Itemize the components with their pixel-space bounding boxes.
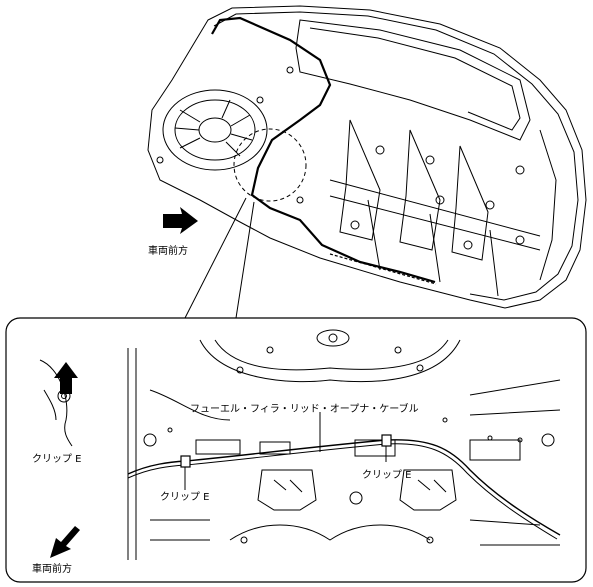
front-direction-arrow-top: [163, 207, 198, 234]
clip-e-right-label: クリップ E: [362, 470, 412, 481]
cable-label: フューエル・フィラ・リッド・オープナ・ケーブル: [190, 404, 419, 415]
clip-e-right: [381, 434, 392, 462]
inset-clip-e-label: クリップ E: [32, 454, 82, 465]
inset-cable-arrow: [54, 362, 78, 394]
clip-e-left-label: クリップ E: [160, 492, 210, 503]
fuel-lid-cable-top: [211, 16, 436, 284]
vehicle-floor-drawing: [147, 5, 587, 309]
detail-floor-drawing: [127, 329, 561, 560]
direction-label-bottom: 車両前方: [32, 564, 72, 575]
direction-label-top: 車両前方: [148, 246, 188, 257]
front-direction-arrow-bottom: [50, 526, 80, 558]
leader-lines: [184, 197, 255, 319]
clip-e-left: [180, 455, 191, 490]
detail-box: [5, 317, 587, 583]
